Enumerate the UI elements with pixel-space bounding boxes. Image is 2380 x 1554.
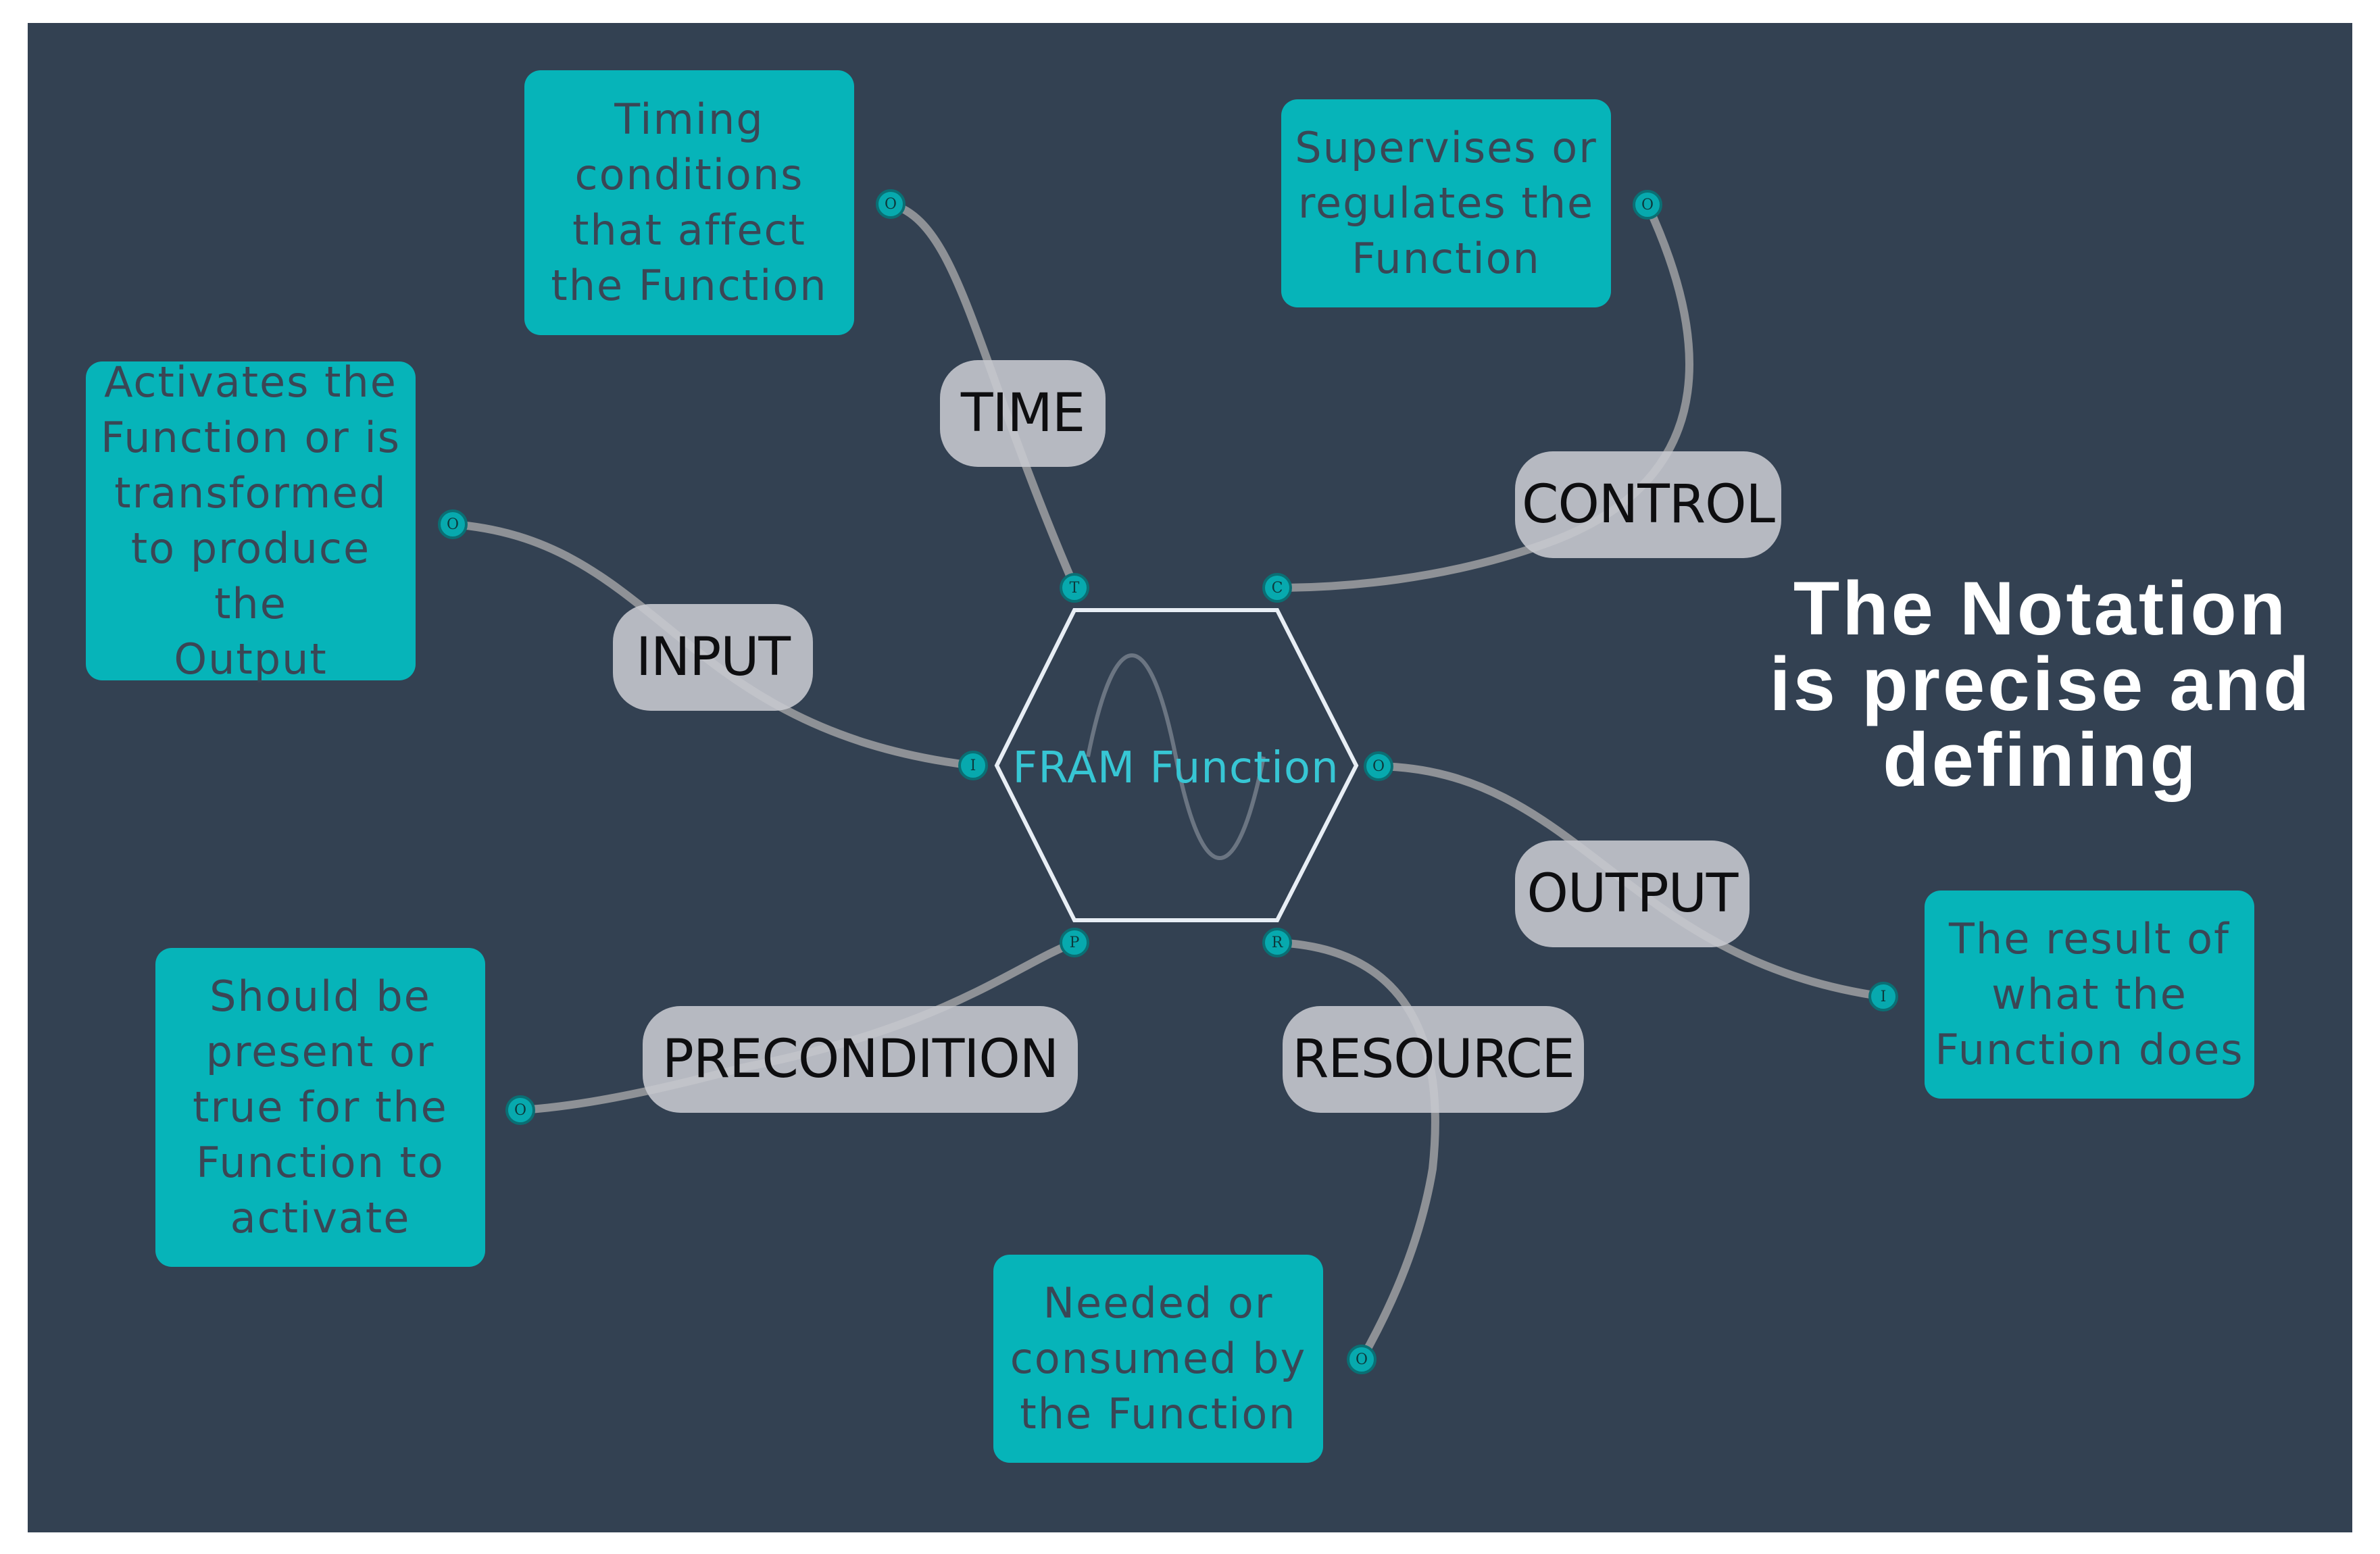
input-label: INPUT: [613, 604, 813, 711]
control-label: CONTROL: [1515, 451, 1781, 558]
sine-wave-icon: [1086, 653, 1266, 860]
hex-port-time: T: [1060, 573, 1089, 603]
output-label: OUTPUT: [1515, 841, 1750, 947]
input-box-port: O: [438, 509, 468, 539]
resource-description-box: Needed or consumed by the Function: [993, 1255, 1323, 1463]
time-label: TIME: [940, 360, 1106, 467]
output-box-port: I: [1868, 982, 1898, 1011]
resource-connector: [1276, 938, 1439, 1361]
function-hexagon: [994, 608, 1359, 922]
hex-port-precondition: P: [1060, 928, 1089, 957]
headline-line: The Notation: [1793, 566, 2289, 651]
input-description-box: Activates the Function or is transformed…: [86, 357, 416, 684]
hex-port-control: C: [1262, 573, 1292, 603]
resource-box-port: O: [1347, 1345, 1377, 1374]
control-box-port: O: [1633, 190, 1662, 220]
precondition-description-box: Should be present or true for the Functi…: [155, 948, 485, 1267]
hex-port-output: O: [1364, 751, 1393, 781]
output-description-box: The result of what the Function does: [1925, 891, 2254, 1099]
precondition-label: PRECONDITION: [643, 1006, 1078, 1113]
hex-port-resource: R: [1262, 928, 1292, 957]
headline-line: defining: [1883, 718, 2199, 802]
time-description-box: Timing conditions that affect the Functi…: [524, 70, 854, 335]
headline-line: is precise and: [1769, 642, 2312, 726]
time-box-port: O: [876, 189, 906, 219]
control-description-box: Supervises or regulates the Function: [1281, 99, 1611, 307]
function-label: FRAM Function: [1012, 743, 1339, 793]
resource-label: RESOURCE: [1283, 1006, 1584, 1113]
headline: The Notation is precise and defining: [1737, 571, 2345, 798]
precondition-box-port: O: [505, 1095, 535, 1125]
time-connector: [889, 200, 1079, 588]
hex-port-input: I: [958, 751, 988, 780]
